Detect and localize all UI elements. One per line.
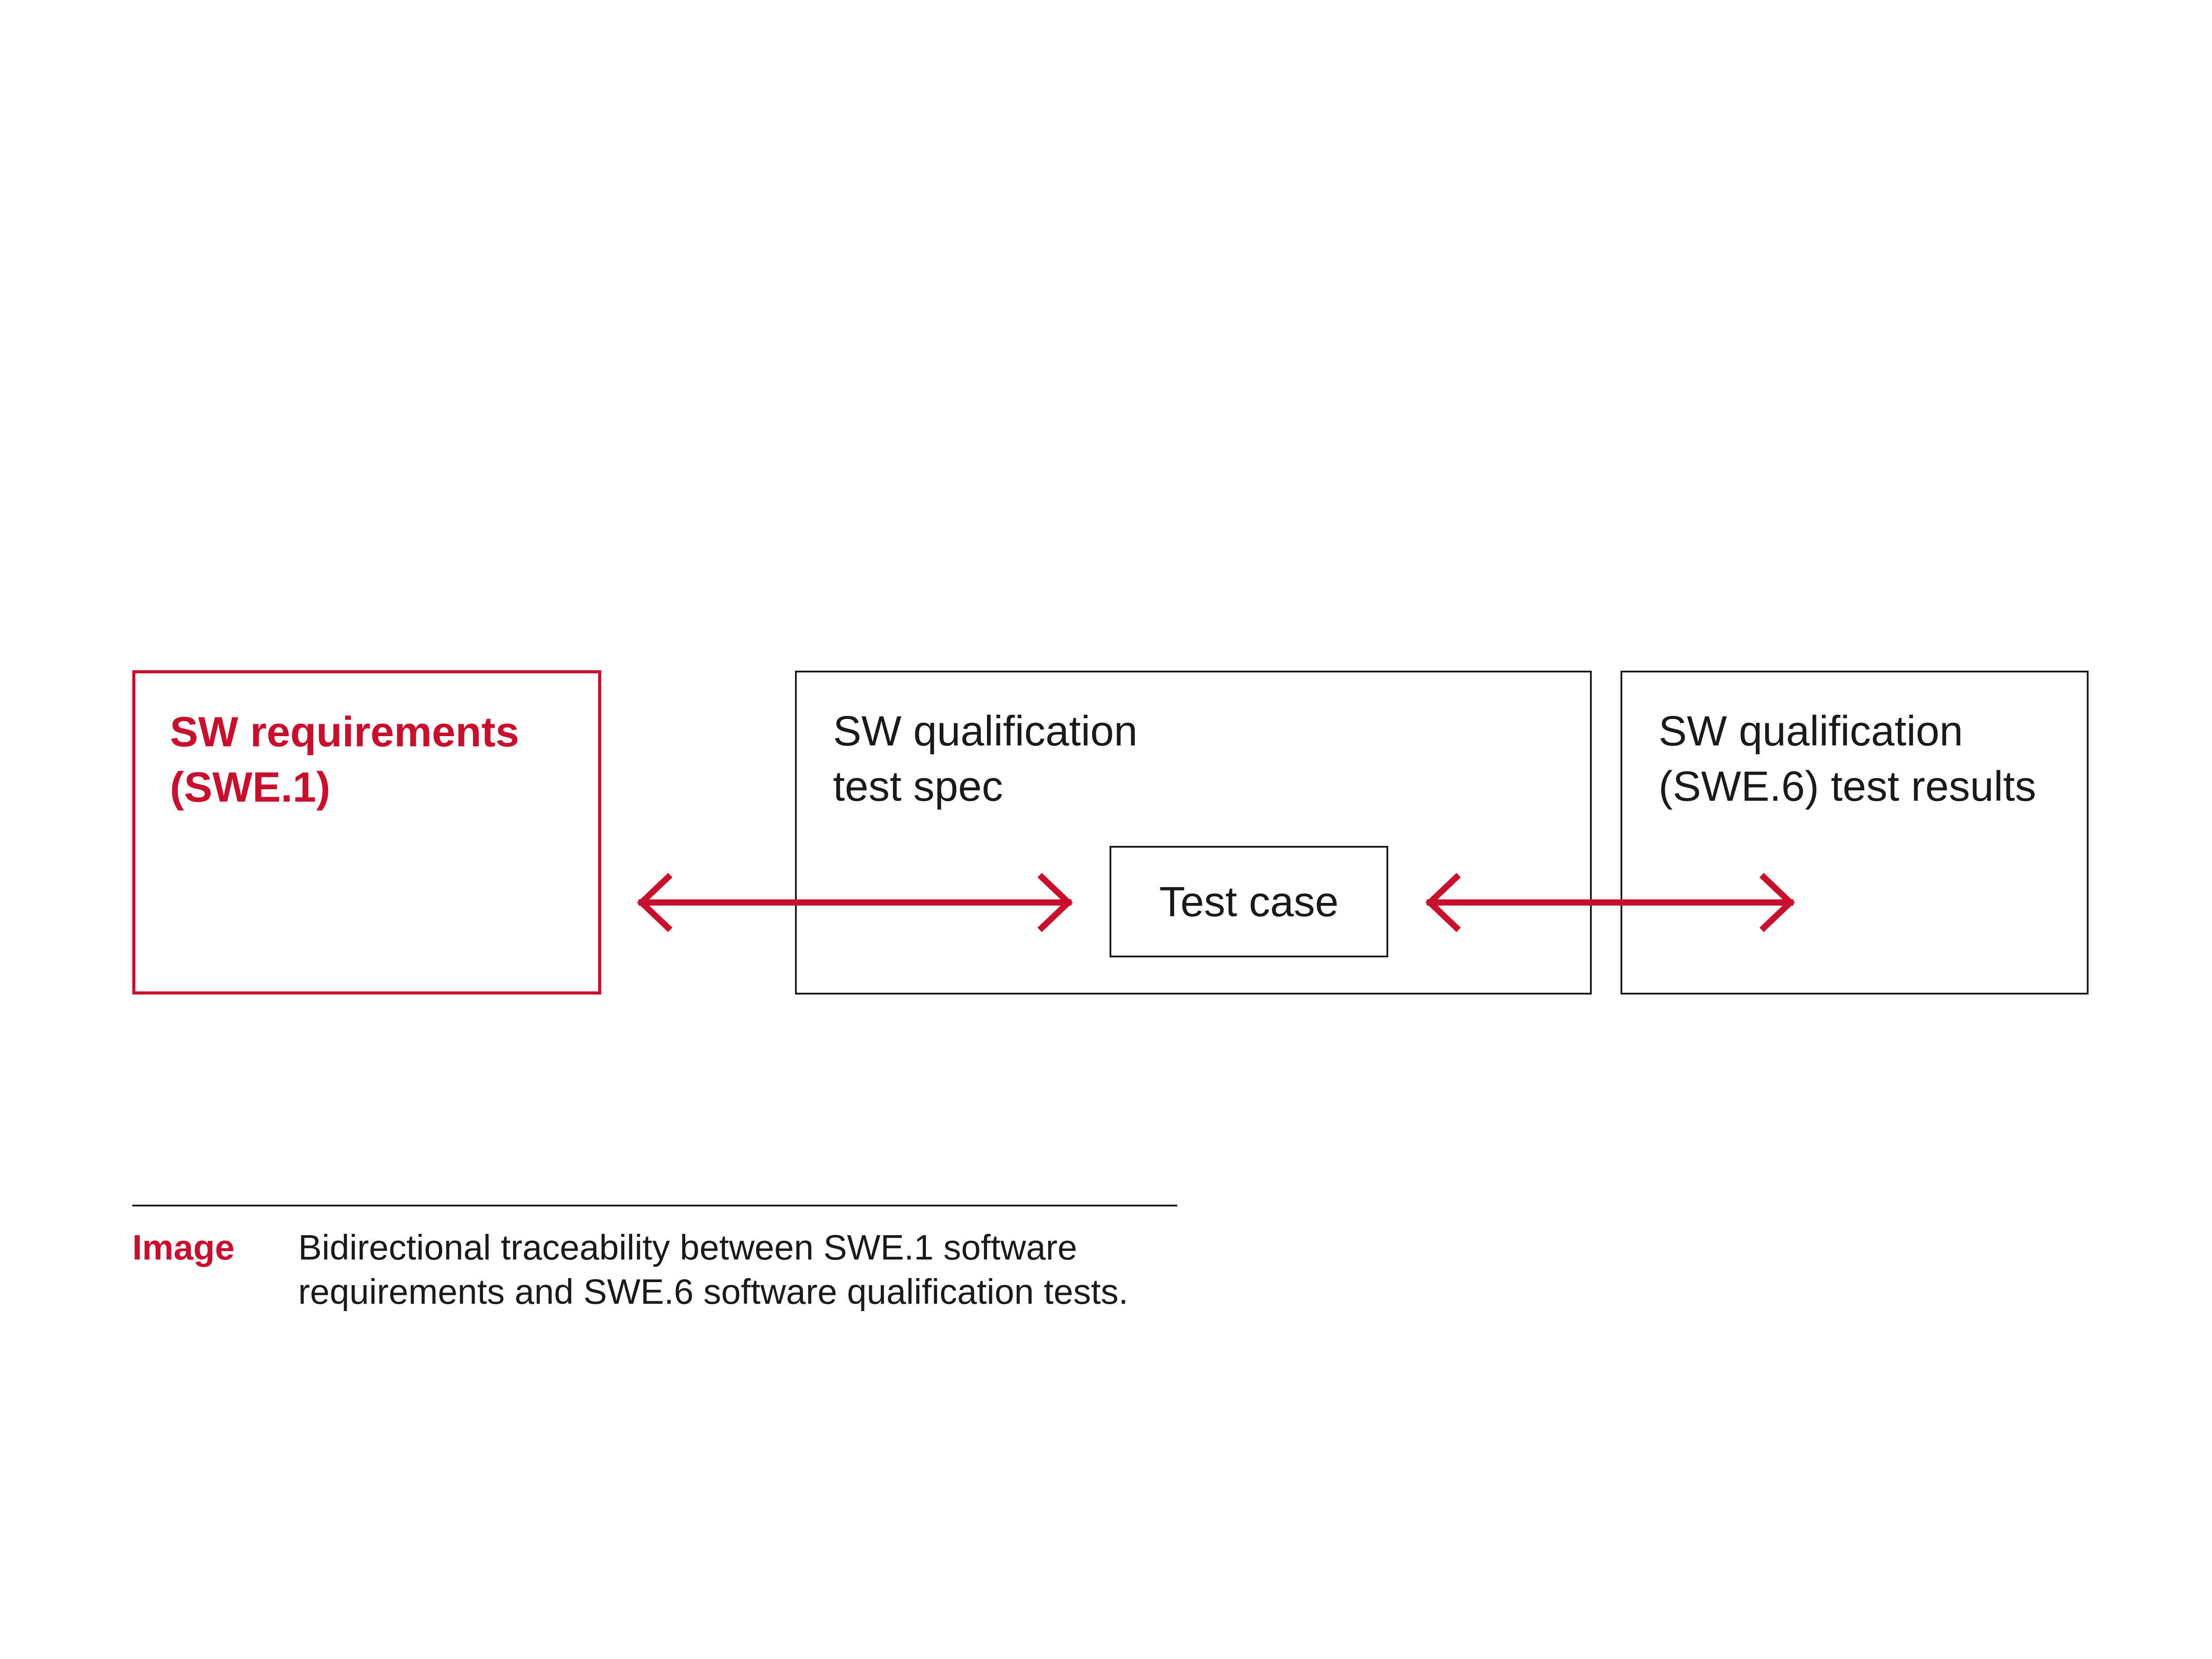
sw-qualification-test-spec-box: SW qualification test spec: [795, 671, 1592, 995]
caption-text: Bidirectional traceability between SWE.1…: [298, 1228, 1129, 1311]
bidirectional-arrow-requirements-testcase: [637, 873, 1073, 932]
sw-qualification-test-results-label: SW qualification (SWE.6) test results: [1659, 707, 2036, 810]
bidirectional-arrow-testcase-results: [1425, 873, 1795, 932]
sw-requirements-label: SW requirements (SWE.1): [170, 708, 519, 811]
sw-qualification-test-results-box: SW qualification (SWE.6) test results: [1621, 671, 2089, 995]
caption-divider: [132, 1205, 1177, 1206]
sw-qualification-test-spec-label: SW qualification test spec: [833, 707, 1138, 810]
test-case-label: Test case: [1159, 878, 1339, 926]
caption-tag: Image: [132, 1228, 235, 1267]
sw-requirements-box: SW requirements (SWE.1): [132, 670, 601, 995]
test-case-box: Test case: [1110, 846, 1388, 957]
